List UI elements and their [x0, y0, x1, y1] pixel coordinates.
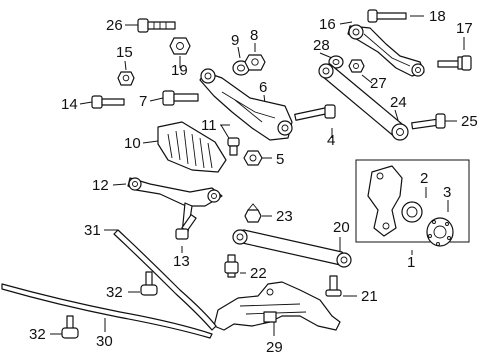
bolt-icon — [137, 18, 176, 33]
callout-21: 21 — [361, 288, 378, 305]
callout-7: 7 — [139, 93, 147, 110]
link-rod-icon — [318, 63, 409, 141]
callout-18: 18 — [429, 8, 446, 25]
knuckle-icon — [367, 165, 423, 237]
knuckle-inset-icon — [355, 159, 470, 243]
callout-23: 23 — [276, 208, 293, 225]
callout-24: 24 — [390, 94, 407, 111]
callout-29: 29 — [266, 339, 283, 356]
link-rod-icon — [232, 229, 352, 268]
washer-icon — [328, 55, 344, 69]
callout-15: 15 — [116, 44, 133, 61]
bolt-icon — [411, 113, 446, 130]
nut-icon — [169, 37, 191, 55]
strip-icon — [113, 229, 217, 331]
control-arm-icon — [199, 68, 293, 141]
nut-icon — [243, 150, 263, 166]
callout-2: 2 — [420, 170, 428, 187]
hub-icon — [426, 217, 454, 247]
callout-25: 25 — [461, 113, 478, 130]
control-arm-icon — [347, 24, 425, 77]
bolt-icon — [162, 90, 199, 106]
clip-icon — [227, 137, 240, 156]
nut-icon — [244, 203, 262, 223]
callout-5: 5 — [276, 151, 284, 168]
nut-icon — [348, 59, 365, 73]
callout-labels: 1 2 3 4 5 6 7 8 9 10 11 12 13 14 15 16 1… — [29, 8, 478, 356]
control-arm-icon — [127, 177, 223, 235]
shield-icon — [157, 121, 227, 173]
callout-13: 13 — [173, 253, 190, 270]
bolt-icon — [175, 214, 197, 240]
bolt-icon — [140, 271, 158, 296]
callout-6: 6 — [259, 79, 267, 96]
strip-icon — [1, 283, 213, 339]
bolt-icon — [91, 95, 125, 109]
callout-19: 19 — [171, 62, 188, 79]
bolt-icon — [367, 9, 407, 23]
bolt-icon — [325, 275, 342, 297]
callout-12: 12 — [92, 177, 109, 194]
callout-28: 28 — [313, 37, 330, 54]
callout-3: 3 — [443, 184, 451, 201]
callout-17: 17 — [456, 20, 473, 37]
callout-14: 14 — [61, 96, 78, 113]
nut-icon — [117, 71, 135, 86]
callout-10: 10 — [124, 135, 141, 152]
callout-4: 4 — [327, 132, 335, 149]
nut-icon — [244, 54, 266, 71]
callout-22: 22 — [250, 265, 267, 282]
callout-11: 11 — [201, 117, 217, 134]
callout-27: 27 — [370, 75, 387, 92]
callout-32-lower: 32 — [29, 326, 46, 343]
bolt-icon — [294, 104, 336, 121]
callout-8: 8 — [250, 27, 258, 44]
callout-1: 1 — [407, 254, 415, 271]
callout-31: 31 — [84, 222, 101, 239]
bolt-icon — [437, 55, 472, 71]
subframe-icon — [213, 281, 341, 331]
callout-26: 26 — [106, 17, 123, 34]
bolt-icon — [61, 315, 79, 339]
callout-30: 30 — [96, 333, 113, 350]
callout-32-upper: 32 — [106, 284, 123, 301]
callout-20: 20 — [333, 219, 350, 236]
bolt-icon — [224, 254, 239, 278]
callout-16: 16 — [319, 16, 336, 33]
callout-9: 9 — [231, 32, 239, 49]
